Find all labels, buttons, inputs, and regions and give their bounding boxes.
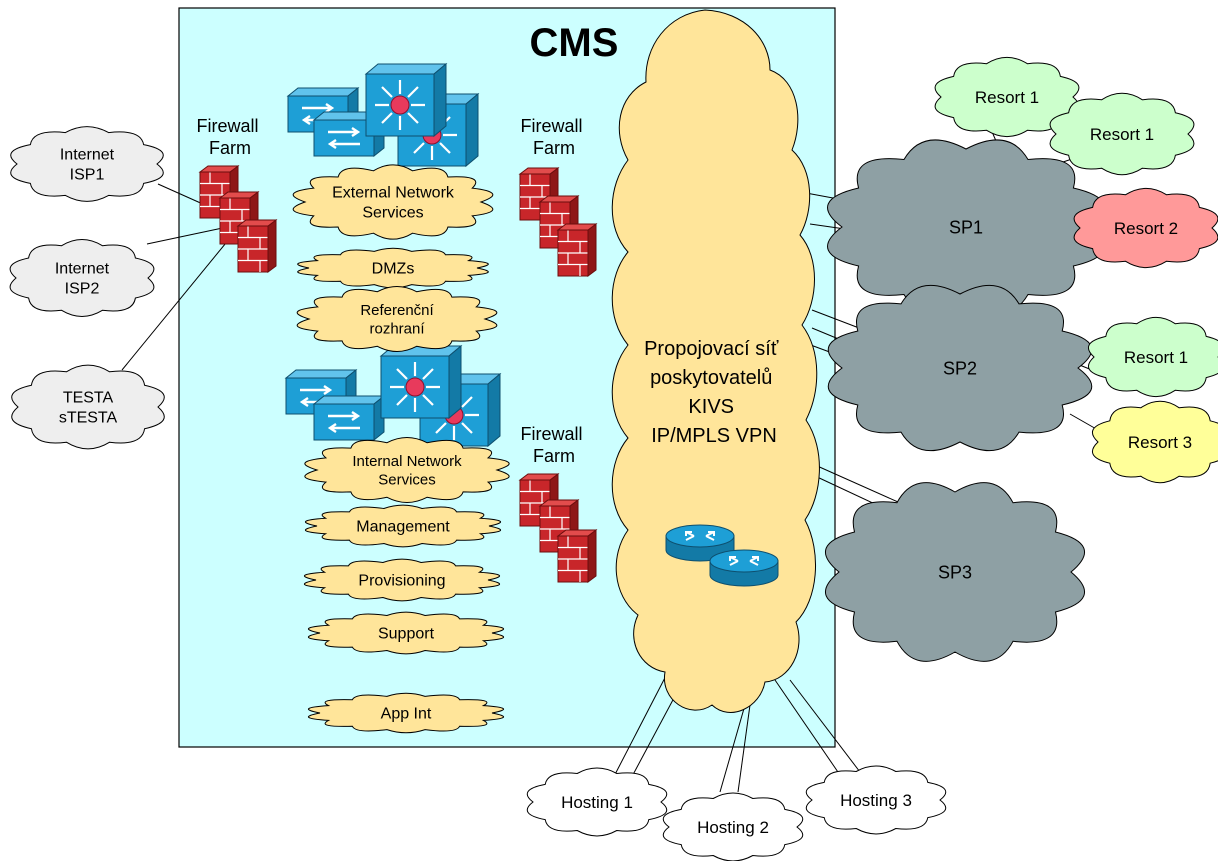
sp-cloud: SP2: [827, 284, 1093, 452]
hosting-cloud-label: Hosting 1: [561, 793, 633, 812]
hosting-cloud-shape: [526, 767, 668, 837]
resort-cloud-shape: [1073, 187, 1218, 269]
sp-cloud-label: SP2: [943, 358, 977, 378]
router-icon: [709, 549, 779, 587]
internet-cloud-shape: [9, 239, 155, 317]
hosting-cloud-shape: [662, 792, 804, 861]
resort-cloud-label: Resort 1: [1124, 348, 1188, 367]
firewall-icon: [557, 223, 597, 277]
service-cloud-shape: [305, 504, 501, 548]
internet-cloud-shape: [11, 364, 165, 450]
resort-cloud-label: Resort 1: [975, 88, 1039, 107]
firewall-farm-top: Firewall Farm: [519, 116, 597, 277]
service-cloud-label: DMZs: [372, 261, 415, 278]
service-cloud: Support: [308, 611, 504, 655]
sp-cloud-shape: [827, 139, 1105, 315]
switch-icon: [312, 394, 386, 442]
firewall-farm-label: Firewall Farm: [520, 424, 587, 466]
resort-cloud-shape: [1087, 316, 1218, 398]
resort-cloud: Resort 1: [1087, 316, 1218, 398]
sp-cloud: SP1: [827, 139, 1105, 315]
service-cloud-shape: [292, 164, 494, 240]
service-cloud-label: Management: [356, 519, 450, 536]
sp-cloud-shape: [827, 284, 1093, 452]
core-cloud-label: Propojovací síť poskytovatelů KIVS IP/MP…: [644, 338, 784, 447]
service-cloud-label: App Int: [381, 706, 432, 723]
resort-cloud-label: Resort 2: [1114, 219, 1178, 238]
resort-cloud: Resort 3: [1091, 400, 1218, 484]
service-cloud-shape: [296, 286, 498, 352]
resort-cloud-label: Resort 1: [1090, 125, 1154, 144]
resort-cloud-label: Resort 3: [1128, 433, 1192, 452]
firewall-farm-bottom: Firewall Farm: [519, 424, 597, 583]
firewall-farm-left: Firewall Farm: [196, 116, 277, 273]
resort-cloud-shape: [934, 56, 1080, 138]
service-cloud-shape: [304, 558, 500, 602]
resort-cloud-shape: [1049, 92, 1195, 176]
resort-cloud-shape: [1091, 400, 1218, 484]
l3-switch-icon: [364, 62, 448, 138]
resort-cloud: Resort 1: [1049, 92, 1195, 176]
resort-clouds: Resort 1 Resort 1 Resort 2 Resort 1 Resort 3: [934, 56, 1218, 484]
service-cloud-shape: [297, 247, 489, 289]
internet-cloud-shape: [10, 126, 164, 202]
sp-cloud-label: SP1: [949, 217, 983, 237]
hosting-cloud: Hosting 3: [805, 765, 947, 835]
sp-cloud: SP3: [825, 482, 1085, 662]
hosting-cloud-shape: [805, 765, 947, 835]
service-cloud: Provisioning: [304, 558, 500, 602]
sp-cloud-label: SP3: [938, 562, 972, 582]
resort-cloud: Resort 2: [1073, 187, 1218, 269]
hosting-cloud-label: Hosting 2: [697, 818, 769, 837]
service-cloud-shape: [308, 611, 504, 655]
cms-title: CMS: [530, 21, 619, 65]
firewall-farm-label: Firewall Farm: [520, 116, 587, 158]
service-cloud-label: Provisioning: [358, 573, 445, 590]
hosting-clouds: Hosting 1 Hosting 2 Hosting 3: [526, 765, 947, 861]
service-cloud: DMZs: [297, 247, 489, 289]
l3-switch-icon: [379, 344, 463, 420]
service-cloud-label: Support: [378, 626, 435, 643]
sp-cloud-shape: [825, 482, 1085, 662]
service-cloud-shape: [308, 692, 504, 734]
service-cloud-shape: [304, 437, 510, 503]
core-cloud: Propojovací síť poskytovatelů KIVS IP/MP…: [611, 9, 820, 713]
hosting-cloud: Hosting 1: [526, 767, 668, 837]
firewall-icon: [237, 219, 277, 273]
service-cloud: Management: [305, 504, 501, 548]
firewall-farm-label: Firewall Farm: [196, 116, 263, 158]
service-cloud: App Int: [308, 692, 504, 734]
hosting-cloud-label: Hosting 3: [840, 791, 912, 810]
resort-cloud: Resort 1: [934, 56, 1080, 138]
firewall-icon: [557, 529, 597, 583]
hosting-cloud: Hosting 2: [662, 792, 804, 861]
